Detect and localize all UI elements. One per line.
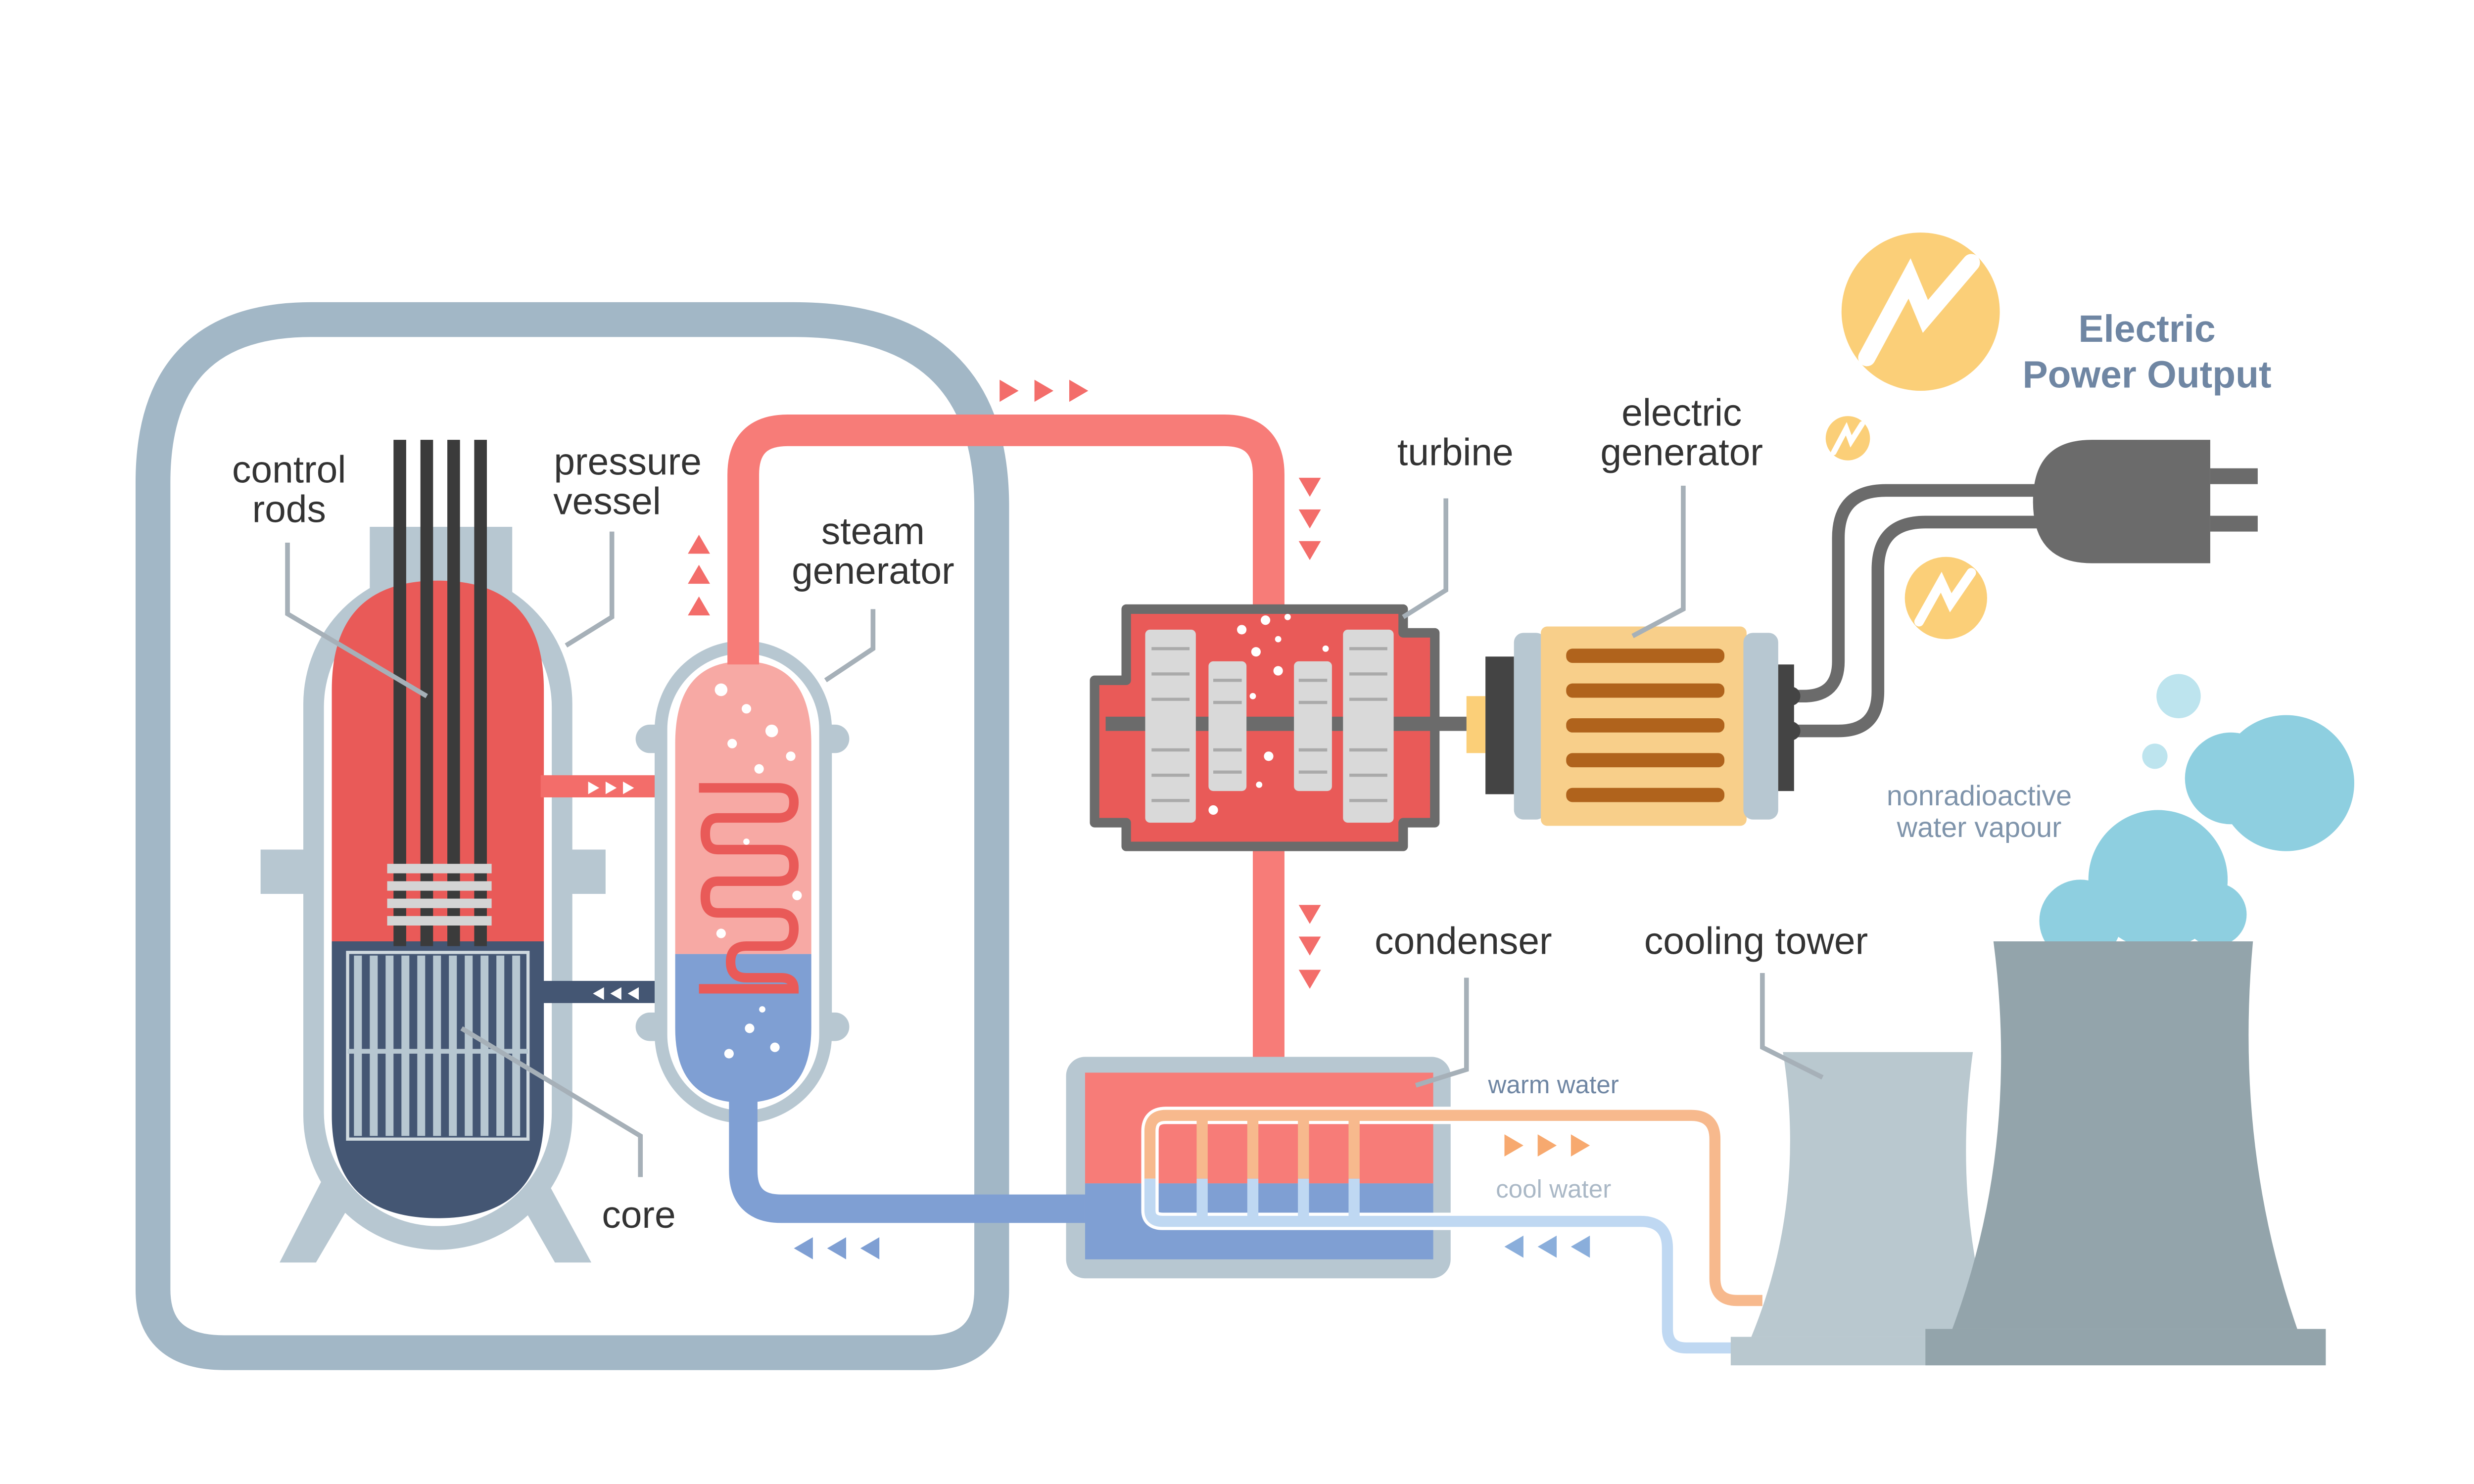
- label-cool-water: cool water: [1496, 1175, 1611, 1203]
- electric-generator: [1485, 626, 1794, 826]
- power-cables: [1788, 484, 2047, 738]
- svg-text:vessel: vessel: [553, 480, 661, 522]
- power-plug-icon: [2033, 440, 2258, 563]
- svg-text:control: control: [232, 449, 346, 491]
- cooling-water-coil: [1141, 1107, 1775, 1357]
- svg-text:water vapour: water vapour: [1897, 812, 2062, 843]
- control-rods: [387, 440, 492, 946]
- label-control-rods: control rods: [232, 449, 346, 530]
- exhaust-steam-pipe: [1252, 846, 1285, 1076]
- vapour-cloud: [2039, 674, 2354, 962]
- lightning-icon: [1841, 232, 2000, 391]
- label-vapour: nonradioactive water vapour: [1887, 780, 2072, 843]
- svg-text:Power Output: Power Output: [2022, 354, 2271, 396]
- lightning-icon-small: [1825, 416, 1870, 461]
- containment-building: [135, 302, 1009, 1370]
- steam-flow-arrows: [688, 379, 1321, 989]
- label-core: core: [602, 1194, 675, 1236]
- svg-text:nonradioactive: nonradioactive: [1887, 780, 2072, 812]
- svg-text:generator: generator: [792, 550, 954, 592]
- cooling-tower-large: [1925, 941, 2326, 1366]
- label-pressure-vessel: pressure vessel: [553, 441, 702, 522]
- cool-water-arrows: [1504, 1235, 1590, 1258]
- shaft-coupling: [1466, 696, 1486, 753]
- feedwater-return-pipe: [729, 1088, 1085, 1223]
- feedwater-flow-arrows: [794, 1237, 880, 1259]
- label-warm-water: warm water: [1487, 1070, 1618, 1099]
- svg-text:pressure: pressure: [554, 441, 702, 483]
- svg-text:rods: rods: [252, 488, 326, 530]
- warm-water-arrows: [1504, 1134, 1590, 1157]
- svg-text:electric: electric: [1621, 392, 1742, 434]
- label-electric-generator: electric generator: [1600, 392, 1763, 473]
- generator-coils: [1566, 649, 1725, 802]
- title-power-output: Electric Power Output: [2022, 308, 2271, 396]
- label-steam-generator: steam generator: [792, 510, 954, 592]
- lightning-icon-medium: [1904, 556, 1987, 640]
- steam-line-pipe: [727, 414, 1285, 665]
- svg-text:steam: steam: [821, 510, 925, 553]
- svg-text:generator: generator: [1600, 431, 1763, 473]
- steam-generator: [635, 641, 850, 1123]
- label-cooling-tower: cooling tower: [1644, 921, 1868, 963]
- turbine: [1090, 604, 1473, 851]
- reactor-core: [346, 951, 530, 1141]
- svg-text:Electric: Electric: [2078, 308, 2215, 350]
- label-condenser: condenser: [1375, 921, 1552, 963]
- label-turbine: turbine: [1397, 431, 1514, 473]
- heat-exchanger-coil: [699, 783, 799, 994]
